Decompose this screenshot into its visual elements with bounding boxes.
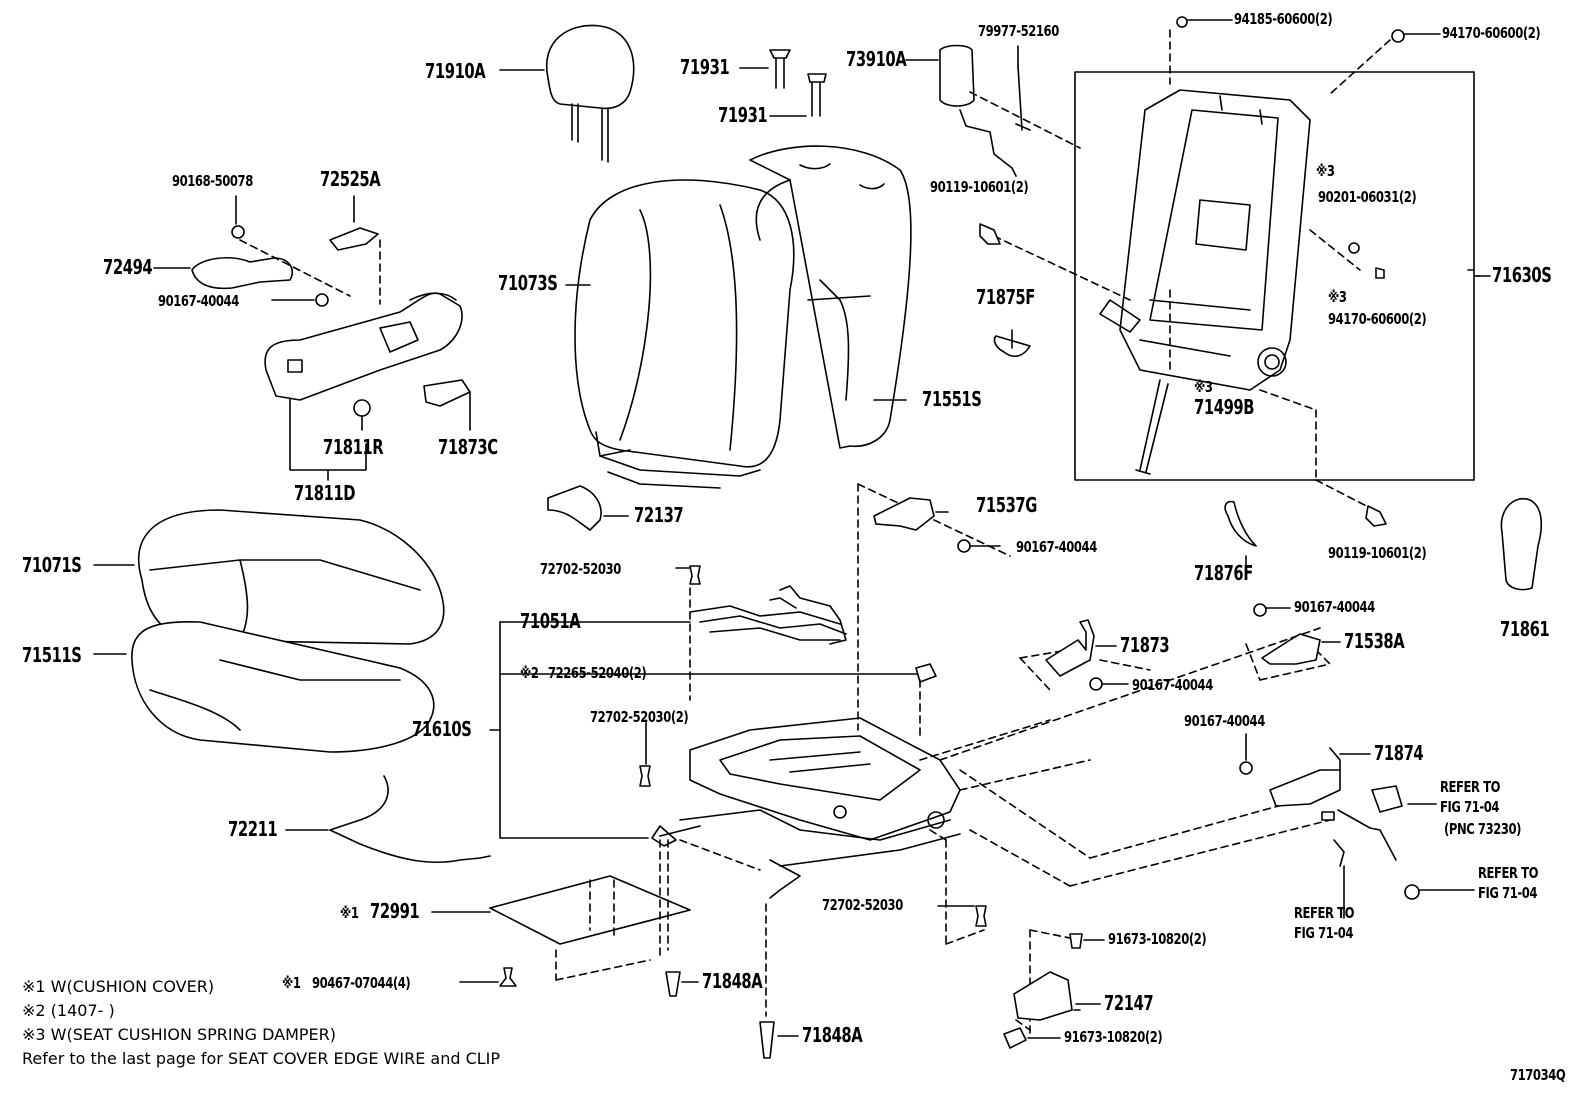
label-91673-10820-b[interactable]: 91673-10820(2) [1064,1028,1163,1046]
headrest-guide-drawing [769,49,827,117]
headrest-drawing [545,24,635,163]
label-71551S[interactable]: 71551S [922,387,982,411]
label-90467-07044[interactable]: 90467-07044(4) [312,974,411,992]
label-71873[interactable]: 71873 [1120,633,1170,657]
label-71071S[interactable]: 71071S [22,553,82,577]
label-72702-52030-c[interactable]: 72702-52030 [822,896,903,914]
refer-3-line-2[interactable]: FIG 71-04 [1294,924,1354,942]
label-71876F[interactable]: 71876F [1194,561,1253,585]
label-94185-60600[interactable]: 94185-60600(2) [1234,10,1333,28]
label-90167-40044-e[interactable]: 90167-40044 [1184,712,1265,730]
label-94170-60600-mid[interactable]: 94170-60600(2) [1328,310,1427,328]
label-71861[interactable]: 71861 [1500,617,1550,641]
label-71848A-upper[interactable]: 71848A [702,969,763,993]
label-71910A[interactable]: 71910A [425,59,486,83]
label-71073S[interactable]: 71073S [498,271,558,295]
label-73910A[interactable]: 73910A [846,47,907,71]
label-72702-52030-b[interactable]: 72702-52030(2) [590,708,689,726]
label-79977-52160[interactable]: 79977-52160 [978,22,1059,40]
refer-1-line-1[interactable]: REFER TO [1440,778,1501,796]
seatback-cover-drawing [574,179,795,489]
mark-1-a: ※1 [340,904,359,922]
label-72211[interactable]: 72211 [228,817,278,841]
label-71499B[interactable]: 71499B [1194,395,1255,419]
note-cushion-cover: ※1 W(CUSHION COVER) [22,977,215,996]
cushion-pad-drawing [131,620,435,753]
label-71931-upper[interactable]: 71931 [680,55,730,79]
label-94170-60600-top[interactable]: 94170-60600(2) [1442,24,1541,42]
label-71931-lower[interactable]: 71931 [718,103,768,127]
label-72147[interactable]: 72147 [1104,991,1154,1015]
label-71538A[interactable]: 71538A [1344,629,1405,653]
seatback-pad-drawing [749,145,912,449]
diagram-code: 717034Q [1510,1066,1566,1084]
label-72991[interactable]: 72991 [370,899,420,923]
refer-2-line-2[interactable]: FIG 71-04 [1478,884,1538,902]
label-71873C[interactable]: 71873C [438,435,498,459]
side-airbag-drawing [939,44,1031,177]
label-90168-50078[interactable]: 90168-50078 [172,172,253,190]
mark-3-b: ※3 [1328,288,1347,306]
label-91673-10820-a[interactable]: 91673-10820(2) [1108,930,1207,948]
label-72265-52040[interactable]: 72265-52040(2) [548,664,647,682]
mark-3-c: ※3 [1194,378,1213,396]
seat-shield-drawing [264,292,463,401]
label-90119-10601-a[interactable]: 90119-10601(2) [930,178,1029,196]
seat-adjuster-drawing [651,717,961,899]
label-71051A[interactable]: 71051A [520,609,581,633]
mark-1-b: ※1 [282,974,301,992]
label-71848A-lower[interactable]: 71848A [802,1023,863,1047]
label-71811D[interactable]: 71811D [294,481,356,505]
label-90167-40044-b[interactable]: 90167-40044 [1016,538,1097,556]
refer-1-line-2[interactable]: FIG 71-04 [1440,798,1500,816]
refer-3-line-1[interactable]: REFER TO [1294,904,1355,922]
label-90167-40044-a[interactable]: 90167-40044 [158,292,239,310]
label-71875F[interactable]: 71875F [976,285,1035,309]
label-90119-10601-b[interactable]: 90119-10601(2) [1328,544,1427,562]
label-90167-40044-d[interactable]: 90167-40044 [1294,598,1375,616]
mark-3-a: ※3 [1316,162,1335,180]
label-72494[interactable]: 72494 [103,255,153,279]
label-72702-52030-a[interactable]: 72702-52030 [540,560,621,578]
seat-spring-drawing [689,585,847,645]
label-72525A[interactable]: 72525A [320,167,381,191]
mark-2: ※2 [520,664,539,682]
label-71537G[interactable]: 71537G [976,493,1037,517]
label-90167-40044-c[interactable]: 90167-40044 [1132,676,1213,694]
label-71511S[interactable]: 71511S [22,643,82,667]
dashed-lines-center [555,483,1331,1037]
label-71874[interactable]: 71874 [1374,741,1424,765]
label-71630S[interactable]: 71630S [1492,263,1552,287]
seatback-frame-drawing [1099,89,1311,391]
label-90201-06031[interactable]: 90201-06031(2) [1318,188,1417,206]
refer-1-line-3: (PNC 73230) [1444,820,1522,838]
note-edge-wire: Refer to the last page for SEAT COVER ED… [22,1049,501,1068]
label-71610S[interactable]: 71610S [412,717,472,741]
note-spring-damper: ※3 W(SEAT CUSHION SPRING DAMPER) [22,1025,336,1044]
label-71811R[interactable]: 71811R [323,435,384,459]
label-72137[interactable]: 72137 [634,503,684,527]
note-date-range: ※2 (1407- ) [22,1001,115,1020]
refer-2-line-1[interactable]: REFER TO [1478,864,1539,882]
dashed-lines-frame [969,29,1391,513]
